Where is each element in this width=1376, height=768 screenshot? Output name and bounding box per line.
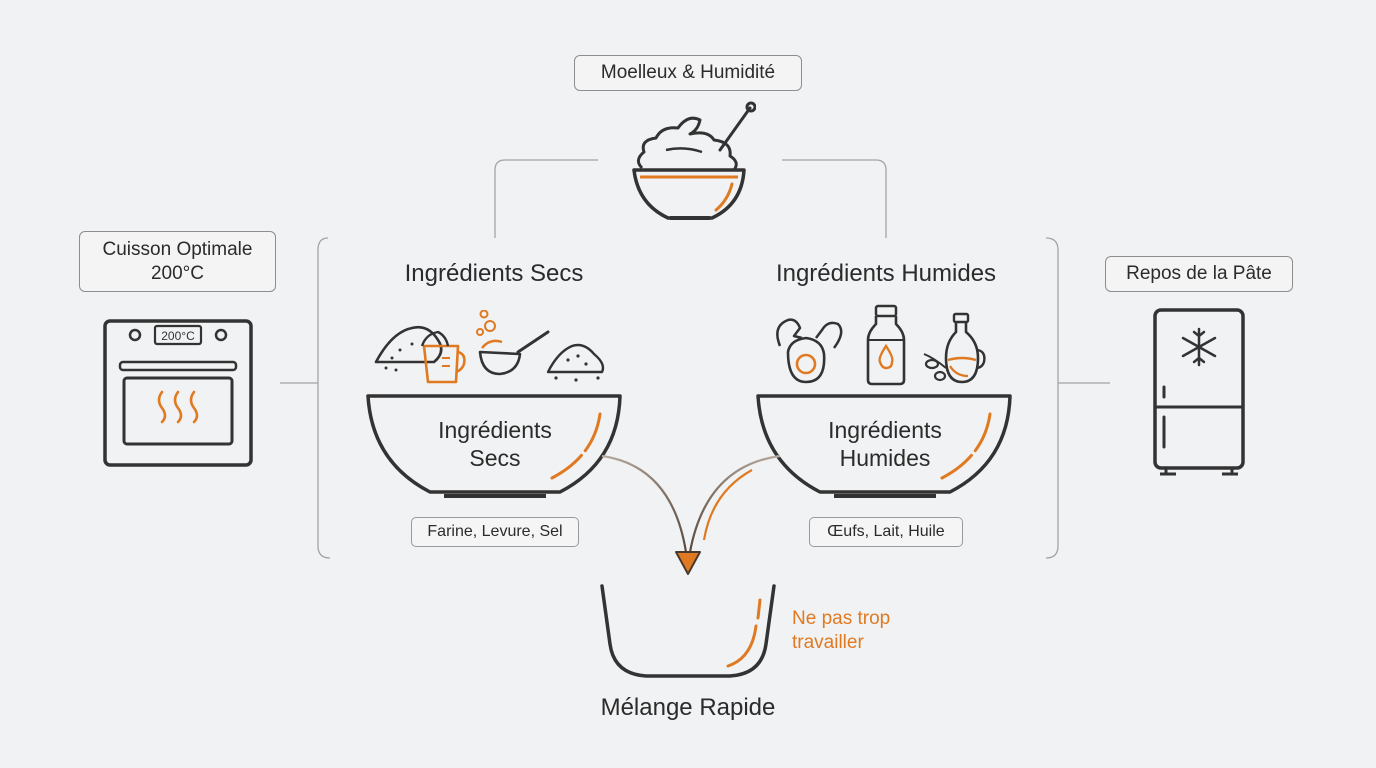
oven-display: 200°C	[161, 329, 195, 343]
mix-note-line2: travailler	[792, 632, 864, 653]
wet-icons	[776, 304, 986, 386]
dry-tag-text: Farine, Levure, Sel	[427, 523, 563, 540]
wet-heading: Ingrédients Humides	[775, 260, 997, 287]
dry-bowl-text: Ingrédients Secs	[400, 416, 590, 472]
oven-label-line2: 200°C	[150, 262, 205, 284]
wet-bowl-icon	[756, 394, 1012, 498]
wet-bowl-text: Ingrédients Humides	[790, 416, 980, 472]
wet-tag-text: Œufs, Lait, Huile	[827, 523, 945, 540]
mix-title: Mélange Rapide	[600, 694, 776, 721]
wet-tag: Œufs, Lait, Huile	[809, 517, 963, 547]
oven-label-line1: Cuisson Optimale	[102, 238, 253, 260]
top-label-text: Moelleux & Humidité	[600, 62, 776, 83]
dry-heading: Ingrédients Secs	[404, 260, 584, 287]
snowflake-icon	[1181, 327, 1217, 367]
milk-bottle-icon	[866, 304, 906, 386]
fridge-icon	[1153, 308, 1245, 476]
mixing-container-icon	[600, 584, 776, 678]
dry-bowl-icon	[366, 394, 622, 498]
flour-icon	[374, 325, 443, 372]
oven-label: Cuisson Optimale 200°C	[79, 231, 276, 292]
egg-icon	[776, 318, 843, 384]
scoop-icon	[476, 310, 550, 376]
measuring-cup-icon	[420, 330, 466, 384]
mix-note-line1: Ne pas trop	[792, 608, 891, 629]
oven-icon: 200°C	[103, 319, 253, 467]
arrow-down-icon	[675, 551, 701, 575]
top-label: Moelleux & Humidité	[574, 55, 802, 91]
dry-tag: Farine, Levure, Sel	[411, 517, 579, 547]
mix-note: Ne pas trop travailler	[792, 607, 932, 655]
fridge-label: Repos de la Pâte	[1105, 256, 1293, 292]
fridge-label-text: Repos de la Pâte	[1126, 263, 1272, 284]
wet-bowl-line2: Humides	[839, 445, 931, 471]
oil-bottle-icon	[923, 312, 986, 384]
mixing-bowl-icon	[632, 101, 756, 220]
salt-icon	[546, 343, 605, 382]
dry-bowl-line1: Ingrédients	[438, 417, 552, 443]
dry-bowl-line2: Secs	[469, 445, 521, 471]
wet-bowl-line1: Ingrédients	[828, 417, 942, 443]
dry-icons	[374, 310, 605, 384]
